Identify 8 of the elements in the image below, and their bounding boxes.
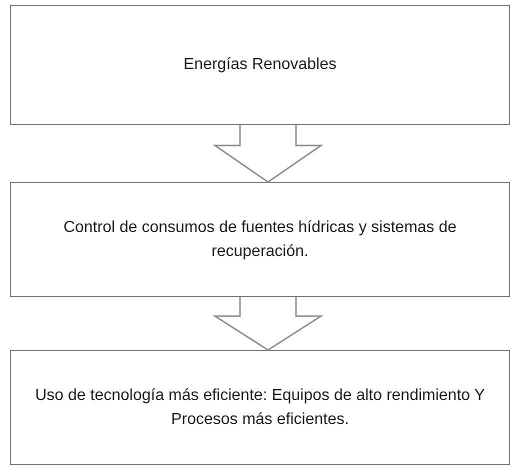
block-arrow [212,124,324,183]
process-box [10,5,510,125]
box-text: Control de consumos de fuentes hídricas y sistemas de recuperación. [62,218,458,262]
block-arrow [212,296,324,351]
box-text: Energías Renovables [184,55,336,75]
process-box [10,182,510,297]
process-box [10,350,510,465]
box-text: Uso de tecnología más eficiente: Equipos de alto rendimiento Y Procesos más eficientes. [35,386,485,430]
